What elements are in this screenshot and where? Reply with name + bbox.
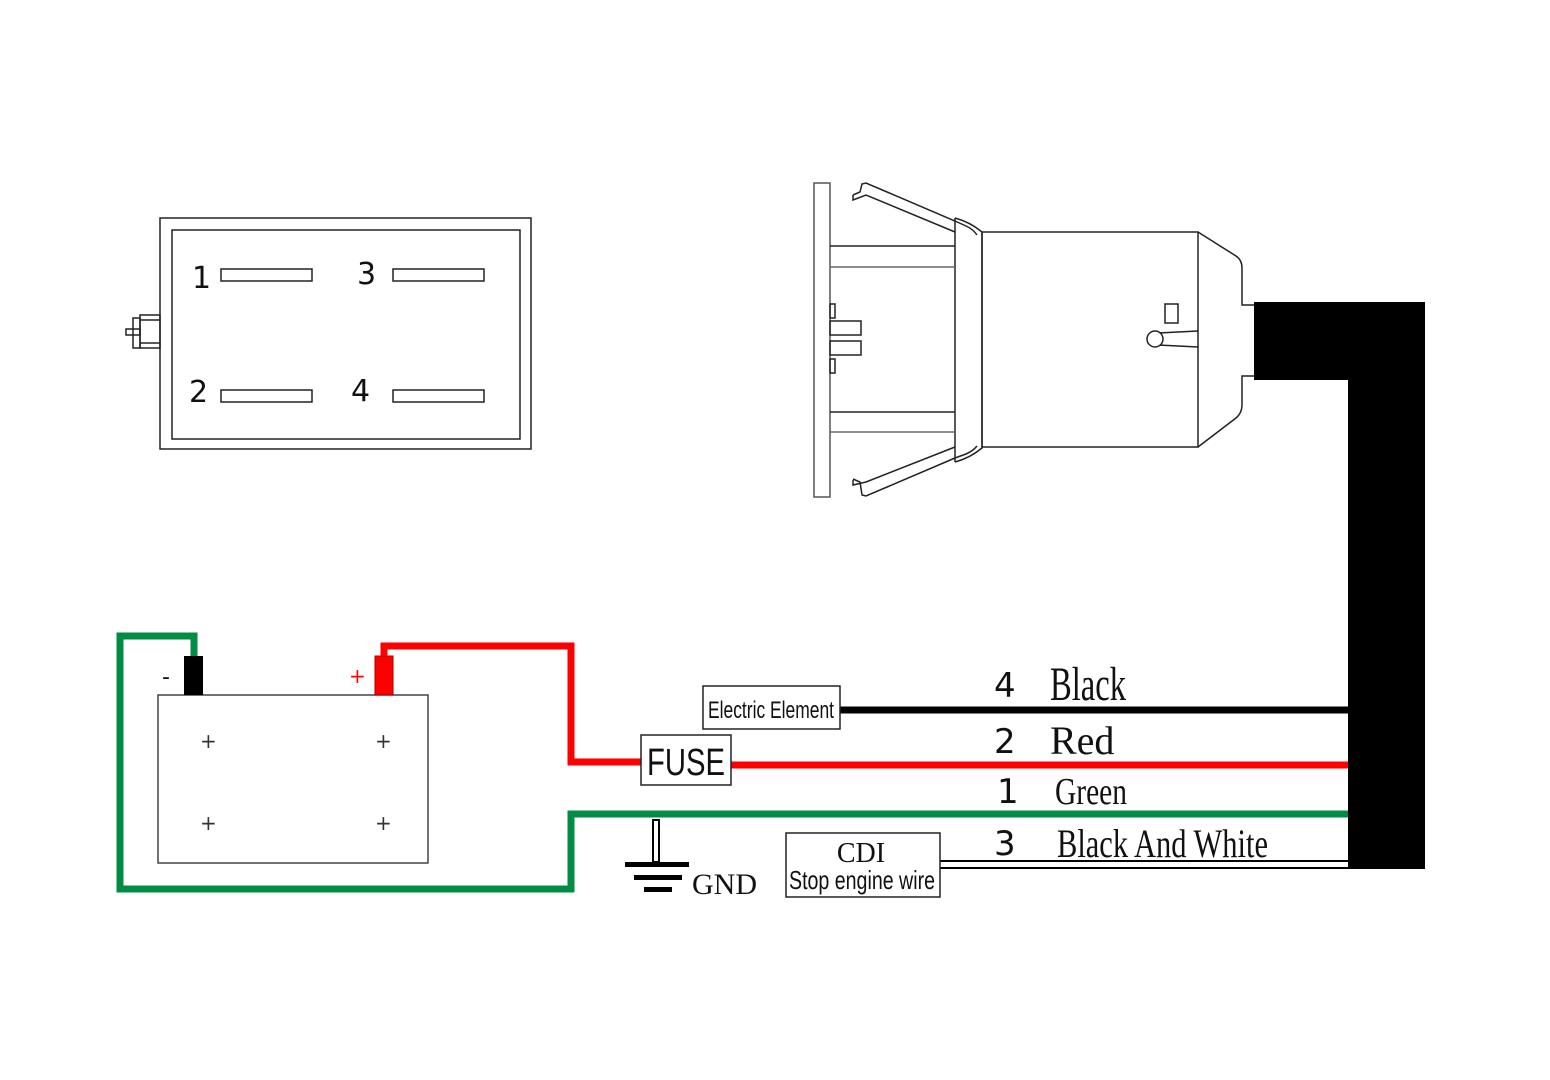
gnd-label: GND: [692, 868, 757, 901]
bezel-terminal: [829, 340, 862, 356]
wire-red-battery-fuse: [380, 642, 642, 766]
wire-color-name: Red: [1050, 718, 1114, 763]
key-slot: [1157, 330, 1199, 348]
wire-pin-number: 3: [994, 824, 1016, 864]
battery-negative-terminal: [184, 656, 203, 695]
battery-cell-mark: +: [375, 811, 392, 835]
fuse-label: FUSE: [647, 742, 725, 784]
switch-side-view: [813, 182, 1254, 498]
battery-positive-label: +: [349, 664, 366, 688]
ground-stem: [652, 819, 660, 863]
battery-cell-mark: +: [375, 729, 392, 753]
battery-cell-mark: +: [200, 811, 217, 835]
battery-cell-mark: +: [200, 729, 217, 753]
cable-harness: [1254, 302, 1425, 869]
wire-pin-number: 2: [994, 722, 1016, 762]
wire-color-name: Black And White: [1057, 821, 1268, 866]
cdi-subtitle: Stop engine wire: [789, 865, 935, 895]
fuse-box: FUSE: [640, 734, 732, 786]
pin-slot-2: [220, 389, 313, 403]
connector-pinout: 1 3 2 4: [125, 217, 532, 450]
pin-label-4: 4: [351, 374, 370, 409]
battery-negative-label: -: [162, 665, 170, 690]
connector-latch: [125, 314, 161, 349]
battery-positive-terminal: [374, 655, 394, 696]
pin-label-3: 3: [357, 257, 376, 292]
wire-color-name: Green: [1055, 771, 1127, 813]
pin-label-2: 2: [189, 375, 208, 410]
wire-color-name: Black: [1050, 658, 1126, 711]
battery: - + + + + +: [157, 655, 429, 864]
ground-symbol: GND: [625, 819, 757, 901]
switch-bezel: [813, 182, 831, 498]
pin-slot-4: [392, 389, 485, 403]
electric-element-box: Electric Element: [702, 685, 841, 730]
indicator-window: [1164, 303, 1179, 324]
wire-pin-number: 1: [997, 772, 1019, 812]
switch-body: [981, 231, 1199, 448]
wire-legend: 4 Black 2 Red 1 Green 3 Black And White: [994, 658, 1268, 866]
battery-body: [157, 694, 429, 864]
pin-label-1: 1: [192, 261, 211, 296]
upper-clip: [852, 182, 978, 236]
pin-slot-1: [220, 268, 313, 282]
cdi-title: CDI: [837, 838, 885, 869]
lower-clip: [852, 445, 978, 497]
connector-inner-frame: [171, 229, 521, 440]
bezel-terminal: [829, 303, 836, 319]
wire-green: [116, 632, 1348, 893]
cdi-box: CDI Stop engine wire: [785, 832, 941, 898]
electric-element-label: Electric Element: [708, 697, 834, 724]
wire-pin-number: 4: [994, 666, 1016, 706]
connector-outer-frame: [159, 217, 532, 450]
bezel-terminal: [829, 320, 862, 336]
rear-taper-bottom: [1197, 375, 1254, 448]
bezel-terminal: [829, 358, 836, 374]
rear-taper-top: [1197, 231, 1254, 306]
pin-slot-3: [392, 268, 485, 282]
